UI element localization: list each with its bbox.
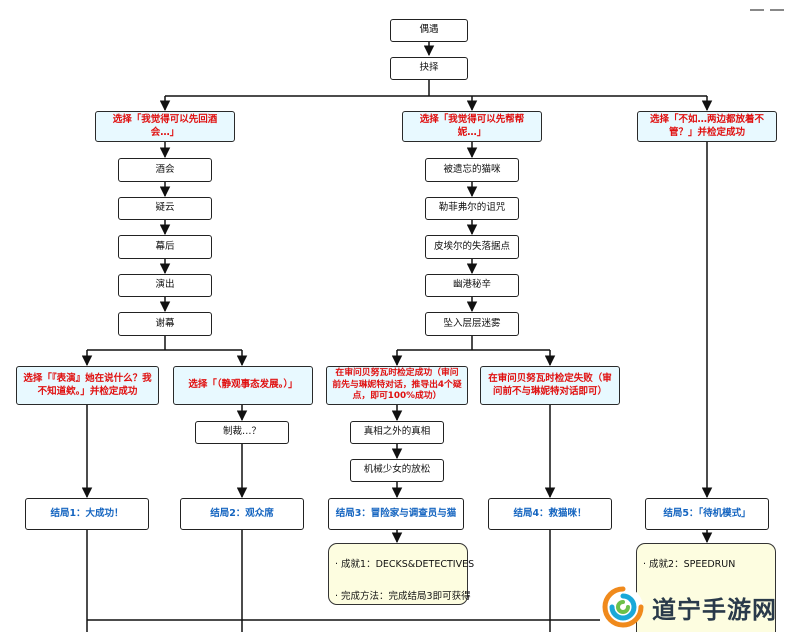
node-lefebvre-curse: 勒菲弗尔的诅咒 [425, 197, 519, 220]
achievement-card-speedrun: · 成就2：SPEEDRUN [636, 543, 776, 632]
achievement-1-method: · 完成方法：完成结局3即可获得 [335, 591, 471, 602]
ending-3: 结局3：冒险家与调查员与猫 [328, 498, 464, 530]
node-performance: 演出 [118, 274, 212, 297]
node-forgotten-cat: 被遗忘的猫咪 [425, 158, 519, 182]
choice-return-party: 选择「我觉得可以先回酒会…」 [95, 111, 235, 142]
choice-help-lynette: 选择「我觉得可以先帮帮妮…」 [402, 111, 542, 142]
node-doubt: 疑云 [118, 197, 212, 220]
choice-interrogation-fail: 在审问贝努瓦时检定失败（审问前不与琳妮特对话即可） [480, 366, 620, 405]
node-choice-point: 抉择 [390, 57, 468, 80]
node-encounter: 偶遇 [390, 19, 468, 42]
ending-5: 结局5：「待机模式」 [645, 498, 769, 530]
achievement-2-line: · 成就2：SPEEDRUN [643, 559, 736, 570]
node-mechanical-girl: 机械少女的放松 [350, 459, 444, 482]
node-party: 酒会 [118, 158, 212, 182]
node-curtain-call: 谢幕 [118, 312, 212, 336]
choice-leave-both: 选择「不如…两边都放着不管？」并检定成功 [637, 111, 777, 142]
achievement-1-line: · 成就1：DECKS&DETECTIVES [335, 559, 475, 570]
swirl-logo-icon [602, 586, 644, 628]
ending-2: 结局2：观众席 [180, 498, 304, 530]
node-pierre-stronghold: 皮埃尔的失落据点 [425, 235, 519, 259]
node-sanction: 制裁…？ [195, 421, 289, 444]
site-watermark: 道宁手游网 [600, 582, 796, 632]
choice-performance-unknown: 选择「『表演』她在说什么？我不知道欸。」并检定成功 [16, 366, 159, 405]
node-truth-beyond: 真相之外的真相 [350, 421, 444, 444]
choice-observe: 选择「（静观事态发展。）」 [173, 366, 313, 405]
ending-4: 结局4：救猫咪！ [488, 498, 612, 530]
node-into-the-mist: 坠入层层迷雾 [425, 312, 519, 336]
window-controls [744, 0, 784, 15]
node-harbor-secret: 幽港秘辛 [425, 274, 519, 297]
ending-1: 结局1：大成功！ [25, 498, 149, 530]
node-backstage: 幕后 [118, 235, 212, 259]
choice-interrogation-success: 在审问贝努瓦时检定成功（审问前先与琳妮特对话，推导出4个疑点，即可100%成功） [326, 366, 468, 405]
watermark-text: 道宁手游网 [652, 595, 777, 624]
achievement-card-decks: · 成就1：DECKS&DETECTIVES · 完成方法：完成结局3即可获得 [328, 543, 475, 605]
